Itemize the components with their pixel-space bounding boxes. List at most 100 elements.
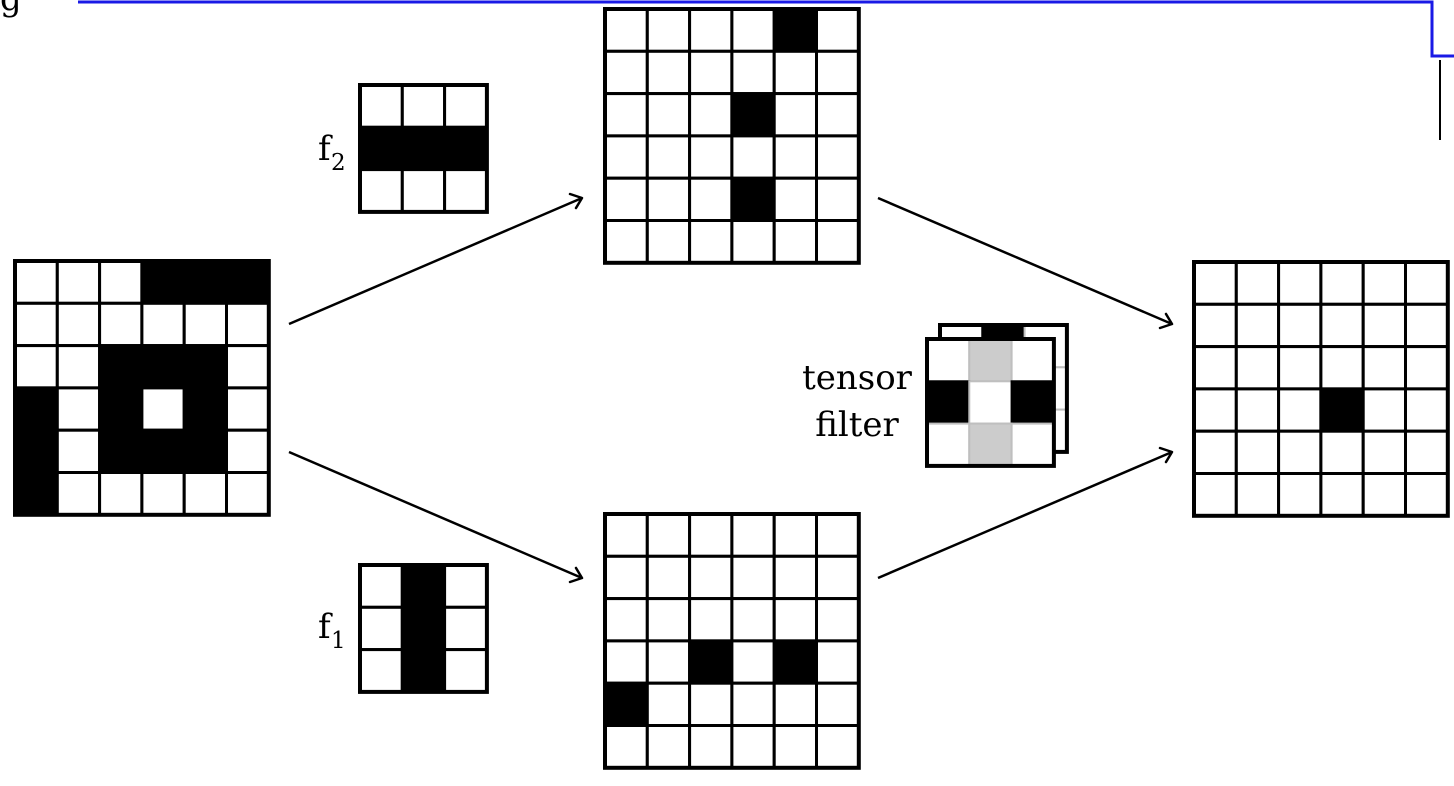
grid-cell-empty xyxy=(98,301,144,348)
grid-cell-empty xyxy=(443,83,489,129)
grid-cell-empty xyxy=(772,134,819,180)
grid-cell-empty xyxy=(772,219,819,265)
svg-text:f: f xyxy=(318,607,333,647)
grid-cell-empty xyxy=(1361,302,1407,349)
grid-cell-empty xyxy=(1192,472,1238,518)
grid-cell-empty xyxy=(55,344,102,390)
arrow-input-to-top xyxy=(288,192,584,326)
grid-cell-empty xyxy=(645,554,692,601)
grid-cell-filled xyxy=(182,428,228,475)
grid-cell-empty xyxy=(688,219,734,265)
grid-cell-empty xyxy=(688,49,734,96)
grid-cell-empty xyxy=(730,49,776,96)
grid-cell-empty xyxy=(772,92,819,138)
grid-cell-empty xyxy=(1277,472,1323,518)
grid-cell-empty xyxy=(55,301,102,348)
grid-cell-filled xyxy=(1010,380,1055,425)
grid-cell-filled xyxy=(98,386,144,432)
grid-cell-filled xyxy=(13,471,59,517)
grid-cell-empty xyxy=(688,7,734,53)
grid-cell-empty xyxy=(13,344,59,390)
grid-cell-empty xyxy=(358,648,404,694)
grid-cell-filled xyxy=(730,176,776,222)
grid-frame xyxy=(925,337,1056,468)
tensor-filter-label: tensor filter xyxy=(802,358,913,445)
grid-cell-empty xyxy=(730,512,776,558)
grid-cell-empty xyxy=(55,428,102,475)
grid-cell-empty xyxy=(400,168,447,214)
grid-cell-empty xyxy=(55,386,102,432)
grid-cell-empty xyxy=(730,134,776,180)
grid-cell-empty xyxy=(13,301,59,348)
grid-cell-empty xyxy=(182,471,228,517)
grid-cell-filled xyxy=(400,648,447,694)
grid-cell-empty xyxy=(1361,260,1407,306)
grid-frame xyxy=(358,563,489,694)
grid-cell-empty xyxy=(688,681,734,728)
grid-cell-filled xyxy=(443,125,489,172)
grid-cell-empty xyxy=(772,176,819,222)
svg-text:1: 1 xyxy=(331,628,346,654)
grid-frame xyxy=(1192,260,1450,518)
grid-cell-empty xyxy=(645,176,692,222)
svg-text:filter: filter xyxy=(815,405,899,445)
grid-cell-empty xyxy=(1319,472,1365,518)
grid-cell-empty xyxy=(1277,302,1323,349)
grid-cell-empty xyxy=(55,471,102,517)
grid-cell-empty xyxy=(55,259,102,305)
grid-cell-empty xyxy=(1234,429,1281,476)
grid-cell-filled xyxy=(98,344,144,390)
grid-cell-empty xyxy=(688,176,734,222)
grid-cell-empty xyxy=(772,597,819,643)
grid-cell-empty xyxy=(772,724,819,770)
grid-cell-empty xyxy=(1277,260,1323,306)
grid-cell-filled xyxy=(13,386,59,432)
grid-frame xyxy=(358,83,489,214)
grid-cell-empty xyxy=(815,724,861,770)
grid-cell-empty xyxy=(688,134,734,180)
grid-cell-empty xyxy=(730,639,776,685)
grid-cell-empty xyxy=(1234,472,1281,518)
grid-cell-empty xyxy=(1277,387,1323,433)
grid-cell-empty xyxy=(815,681,861,728)
filter-f2-label: f 2 xyxy=(318,129,346,176)
grid-cell-empty xyxy=(1404,429,1450,476)
svg-text:f: f xyxy=(318,129,333,169)
grid-cell-filled xyxy=(13,428,59,475)
filter-f1-grid xyxy=(358,563,489,694)
grid-cell-empty xyxy=(688,597,734,643)
grid-cell-empty xyxy=(1234,260,1281,306)
grid-cell-empty xyxy=(1277,345,1323,391)
grid-cell-filled xyxy=(358,125,404,172)
grid-cell-empty xyxy=(688,724,734,770)
grid-cell-empty xyxy=(140,301,186,348)
grid-cell-filled xyxy=(772,7,819,53)
grid-cell-empty xyxy=(730,597,776,643)
grid-cell-empty xyxy=(1010,422,1055,467)
grid-cell-empty xyxy=(400,83,447,129)
svg-text:2: 2 xyxy=(331,150,346,176)
grid-cell-filled xyxy=(182,386,228,432)
arrow-top-to-output xyxy=(877,196,1174,330)
grid-frame xyxy=(13,259,271,517)
grid-cell-empty xyxy=(772,512,819,558)
tensor-filter-front-layer xyxy=(925,337,1056,468)
grid-cell-empty xyxy=(1234,302,1281,349)
feature-map-top-grid xyxy=(603,7,861,265)
grid-cell-empty xyxy=(1404,472,1450,518)
grid-cell-empty xyxy=(1192,345,1238,391)
grid-cell-filled xyxy=(182,344,228,390)
grid-cell-empty xyxy=(13,259,59,305)
grid-cell-empty xyxy=(772,554,819,601)
grid-cell-empty xyxy=(645,639,692,685)
grid-cell-empty xyxy=(688,512,734,558)
input-image-grid xyxy=(13,259,271,517)
grid-cell-filled xyxy=(140,428,186,475)
grid-cell-filled xyxy=(400,125,447,172)
grid-cell-empty xyxy=(926,338,971,383)
filter-f1-label: f 1 xyxy=(318,607,346,654)
page-frame-bracket xyxy=(78,0,1454,140)
grid-cell-empty xyxy=(815,219,861,265)
grid-cell-empty xyxy=(730,554,776,601)
